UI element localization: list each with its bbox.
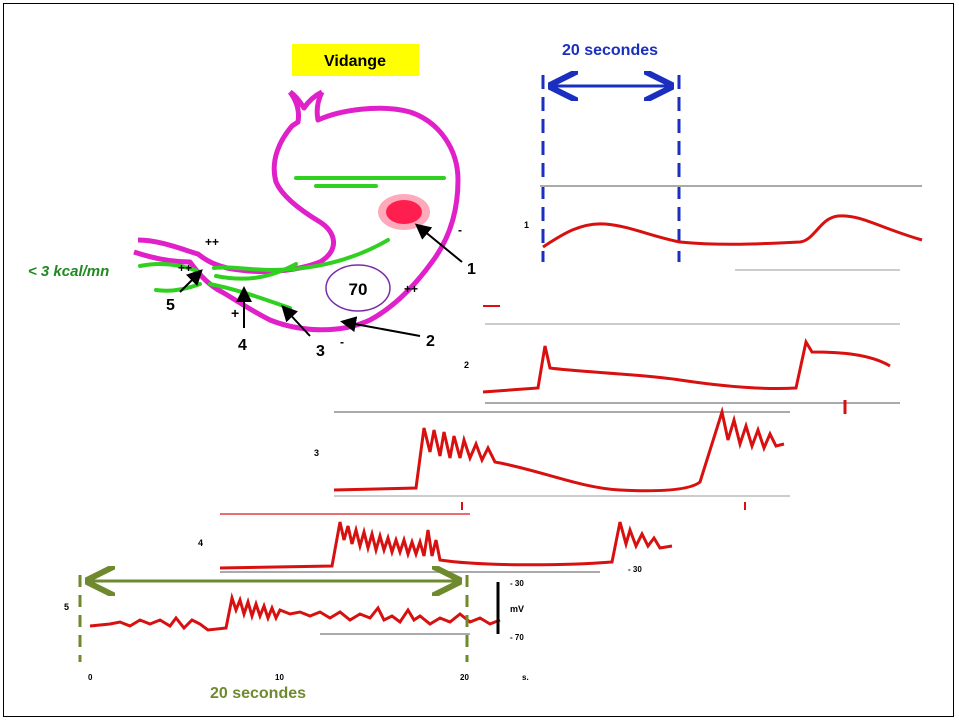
site-label-1: 1 xyxy=(467,261,476,278)
trace-4: 4 - 30 xyxy=(198,521,673,574)
scale-unit: mV xyxy=(510,604,524,614)
x-tick-10: 10 xyxy=(275,673,284,682)
plus-mark-antrum: ++ xyxy=(205,235,219,249)
trace-5-label: 5 xyxy=(64,602,69,612)
minus-mark-antrum: - xyxy=(340,335,344,349)
trace-2: 2 xyxy=(464,305,900,414)
plus-mark-duodenum: + xyxy=(231,305,239,321)
trace-5: 5 - 30 mV - 70 xyxy=(64,579,524,642)
site-label-2: 2 xyxy=(426,333,435,350)
site-label-3: 3 xyxy=(316,343,325,360)
x-tick-unit: s. xyxy=(522,673,529,682)
x-axis-ticks: 0 10 20 s. xyxy=(88,673,529,682)
trace-1: 1 xyxy=(524,185,923,271)
bottom-interval-label: 20 secondes xyxy=(210,685,306,702)
x-tick-0: 0 xyxy=(88,673,93,682)
scale-top: - 30 xyxy=(510,579,524,588)
plus-mark-pylorus: ++ xyxy=(178,261,192,275)
title-text: Vidange xyxy=(324,53,386,70)
pressure-value: 70 xyxy=(349,280,368,299)
pressure-circle xyxy=(325,264,391,312)
x-tick-20: 20 xyxy=(460,673,469,682)
top-interval-marker: 20 secondes xyxy=(541,42,681,262)
site-pointers xyxy=(179,223,463,337)
trace-3-label: 3 xyxy=(314,448,319,458)
pacemaker-blob xyxy=(378,194,430,230)
minus-mark-body: - xyxy=(458,223,462,237)
scale-bottom: - 70 xyxy=(510,633,524,642)
site-label-4: 4 xyxy=(238,337,247,354)
caloric-label: < 3 kcal/mn xyxy=(28,263,109,280)
site-label-5: 5 xyxy=(166,297,175,314)
trace-4-label: 4 xyxy=(198,538,203,548)
bottom-interval-marker: 20 secondes xyxy=(78,575,469,702)
title-box xyxy=(292,44,419,76)
top-interval-label: 20 secondes xyxy=(562,42,658,59)
trace-2-label: 2 xyxy=(464,360,469,370)
trace-1-label: 1 xyxy=(524,220,529,230)
trace-4-scale: - 30 xyxy=(628,565,642,574)
figure-frame xyxy=(3,3,954,717)
plus-mark-body: ++ xyxy=(404,282,418,296)
trace-3: 3 xyxy=(220,406,790,515)
